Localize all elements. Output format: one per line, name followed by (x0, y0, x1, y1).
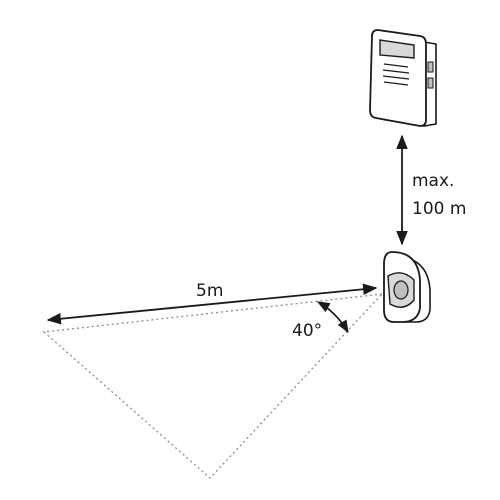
angle-label: 40° (292, 321, 322, 341)
speaker-grille (382, 63, 410, 86)
pir-lens (393, 280, 409, 300)
receiver-unit (369, 29, 437, 127)
distance-label: 5m (196, 281, 223, 301)
detection-zone (42, 293, 384, 479)
angle-arc (316, 301, 349, 334)
motion-sensor-unit (383, 251, 431, 323)
distance-arrow (46, 283, 378, 325)
range-label-line1: max. (412, 171, 454, 191)
range-label-line2: 100 m (412, 199, 466, 219)
